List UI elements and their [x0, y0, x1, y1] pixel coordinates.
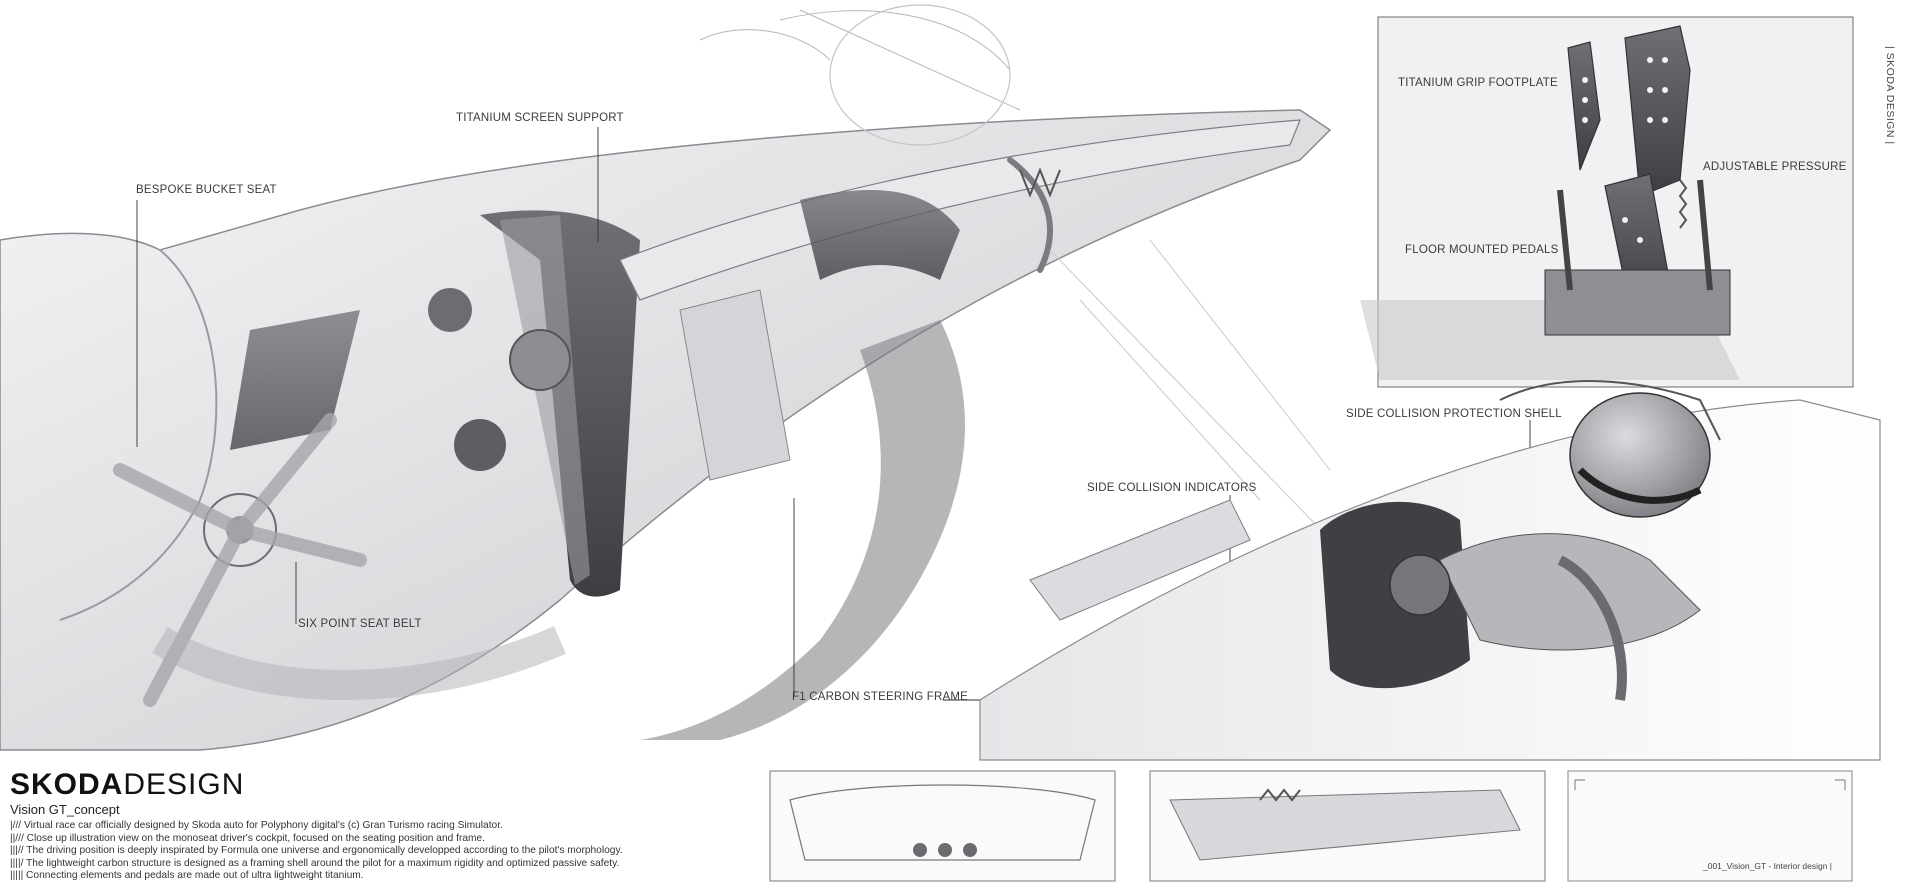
- note-line: ||||| Connecting elements and pedals are…: [10, 870, 364, 882]
- note-line: ||||/ The lightweight carbon structure i…: [10, 857, 620, 869]
- note-line: |||// The driving position is deeply ins…: [10, 845, 623, 857]
- callout-seat-belt: SIX POINT SEAT BELT: [298, 618, 422, 630]
- description-notes: |/// Virtual race car officially designe…: [10, 820, 623, 883]
- thumbnail-strip: [769, 770, 1853, 882]
- note-line: ||/// Close up illustration view on the …: [10, 832, 485, 844]
- project-subtitle: Vision GT_concept: [10, 802, 120, 817]
- driver-illustration: [979, 380, 1881, 761]
- callout-floor-pedals: FLOOR MOUNTED PEDALS: [1405, 244, 1559, 256]
- callout-adjustable-pressure: ADJUSTABLE PRESSURE: [1703, 161, 1847, 173]
- brand-part2: DESIGN: [123, 768, 245, 801]
- pedal-inset: [1360, 16, 1854, 388]
- callout-grip-footplate: TITANIUM GRIP FOOTPLATE: [1398, 77, 1558, 89]
- callout-collision-shell: SIDE COLLISION PROTECTION SHELL: [1346, 408, 1562, 420]
- callout-bucket-seat: BESPOKE BUCKET SEAT: [136, 184, 277, 196]
- skoda-design-logo: SKODADESIGN: [10, 768, 244, 802]
- callout-steering-frame: F1 CARBON STEERING FRAME: [792, 691, 969, 703]
- vertical-brand-tag: | SKODA DESIGN |: [1884, 46, 1896, 145]
- brand-part1: SKODA: [10, 768, 124, 801]
- page-tag: _001_Vision_GT - Interior design |: [1703, 861, 1832, 871]
- callout-collision-indicators: SIDE COLLISION INDICATORS: [1087, 482, 1257, 494]
- note-line: |/// Virtual race car officially designe…: [10, 820, 503, 831]
- callout-screen-support: TITANIUM SCREEN SUPPORT: [456, 112, 624, 124]
- cockpit-main-illustration: [0, 4, 1351, 751]
